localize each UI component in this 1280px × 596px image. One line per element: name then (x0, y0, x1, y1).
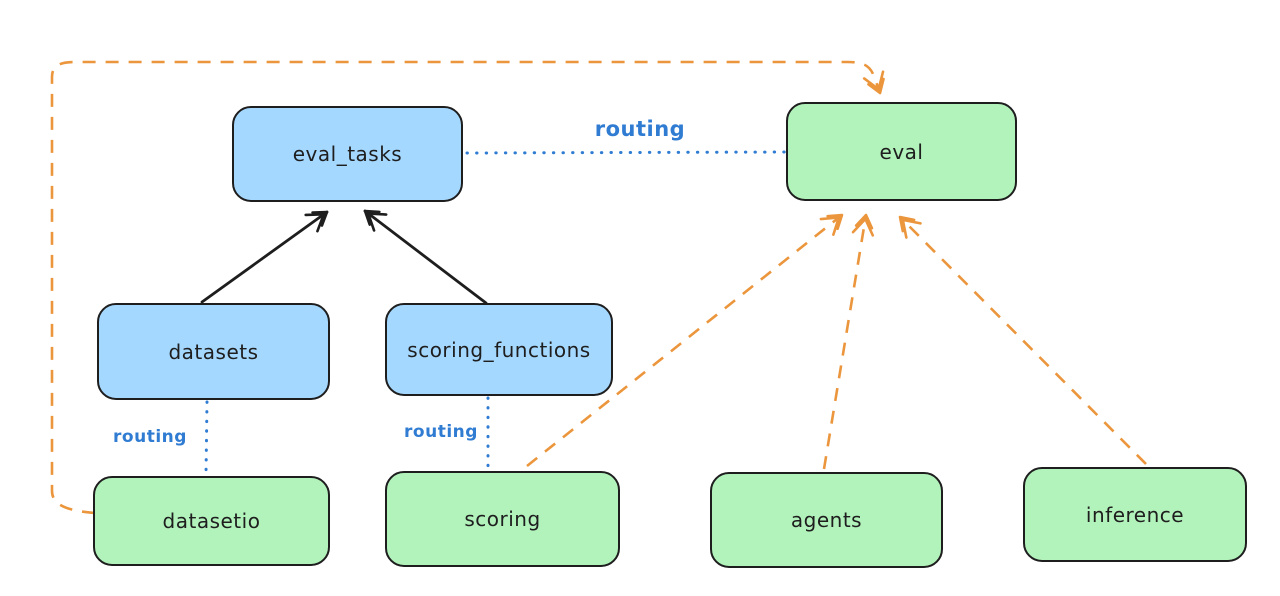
node-scoring-label: scoring (464, 507, 541, 531)
node-eval-tasks-label: eval_tasks (292, 142, 403, 166)
edge-label-routing-mid: routing (404, 422, 478, 442)
node-scoring-functions-label: scoring_functions (407, 337, 591, 362)
node-eval-tasks: eval_tasks (232, 106, 463, 202)
edge-agents-to-eval (822, 213, 875, 470)
node-inference-label: inference (1085, 502, 1185, 527)
node-eval: eval (786, 102, 1017, 201)
node-datasetio-label: datasetio (162, 509, 261, 533)
edge-label-routing-top: routing (594, 117, 686, 141)
edge-datasets-to-eval-tasks (200, 210, 329, 304)
edge-scoring-functions-to-eval-tasks (363, 209, 488, 305)
edge-inference-to-eval (898, 215, 1147, 465)
edge-eval-tasks-to-eval-routing (465, 150, 787, 155)
node-datasets: datasets (97, 303, 330, 400)
node-datasets-label: datasets (168, 339, 259, 364)
node-scoring-functions: scoring_functions (385, 303, 613, 396)
node-eval-label: eval (879, 139, 924, 164)
node-datasetio: datasetio (93, 476, 330, 566)
edge-datasets-to-datasetio-routing (204, 400, 209, 476)
edge-label-routing-left: routing (113, 427, 187, 447)
node-inference: inference (1023, 467, 1247, 562)
node-agents-label: agents (790, 508, 863, 532)
node-scoring: scoring (385, 471, 620, 567)
edge-datasetio-to-eval (50, 60, 885, 515)
node-agents: agents (710, 472, 943, 568)
